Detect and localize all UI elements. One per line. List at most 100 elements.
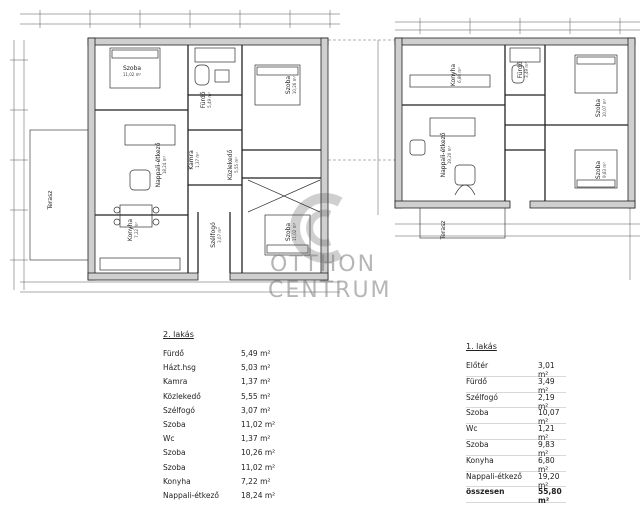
room-label-name: Konyha: [450, 64, 457, 86]
room-label-area: 7,22 m²: [134, 222, 139, 238]
room-label-name: Kamra: [188, 150, 195, 170]
room-area: 1,37 m²: [241, 377, 271, 387]
table-row: Szélfogó 2,19 m²: [466, 392, 566, 411]
table-row: Szoba 10,26 m²: [163, 448, 323, 462]
room-area: 5,49 m²: [241, 349, 271, 358]
room-name: Wc: [466, 424, 478, 434]
room-name: Nappali-étkező: [466, 471, 522, 481]
room-label-area: 5,49 m²: [207, 92, 212, 108]
room-label-area: 3,07 m²: [217, 227, 222, 243]
room-area: 2,19 m²: [538, 392, 555, 411]
room-name: Kamra: [163, 377, 188, 387]
room-name: Szélfogó: [163, 405, 195, 415]
room-area: 3,49 m²: [538, 376, 555, 395]
room-area: 5,55 m²: [241, 391, 271, 401]
table-row: Konyha 7,22 m²: [163, 477, 323, 491]
room-name: Fürdő: [466, 376, 487, 386]
room-label-name: Terasz: [47, 191, 54, 211]
table-row: Nappali-étkező 18,24 m²: [163, 491, 323, 505]
right-unit-room-label: Terasz: [440, 221, 447, 241]
table-row: Konyha 6,80 m²: [466, 455, 566, 474]
room-label-name: Szoba: [123, 65, 141, 72]
total-area: 55,80 m²: [538, 487, 562, 505]
room-area: 11,02 m²: [241, 462, 276, 472]
table-row: Szoba 11,02 m²: [163, 420, 323, 434]
area-table-unit-2: 2. lakás Fürdő 5,49 m² Házt.hsg 5,03 m² Ka…: [163, 330, 323, 505]
table-row: Fürdő 3,49 m²: [466, 376, 566, 395]
room-area: 3,07 m²: [241, 405, 271, 415]
room-label-area: 1,37 m²: [195, 152, 200, 168]
room-area: 10,07 m²: [538, 408, 560, 427]
left-unit-room-label: Terasz: [47, 191, 54, 211]
table-row: Szélfogó 3,07 m²: [163, 406, 323, 420]
room-label-name: Nappali-étkező: [155, 142, 162, 187]
table-row: Közlekedő 5,55 m²: [163, 392, 323, 406]
room-label-name: Szoba: [595, 161, 602, 179]
room-name: Szoba: [163, 419, 186, 429]
room-name: Szoba: [466, 439, 489, 449]
room-label-area: 10,07 m²: [602, 98, 607, 117]
room-area: 7,22 m²: [241, 476, 271, 486]
table-header: 1. lakás: [466, 342, 497, 351]
room-label-name: Szoba: [285, 76, 292, 94]
room-label-area: 5,55 m²: [234, 157, 239, 173]
room-area: 18,24 m²: [241, 490, 276, 500]
room-name: Wc: [163, 434, 175, 444]
room-label-area: 11,02 m²: [292, 222, 297, 241]
room-label-name: Konyha: [127, 219, 134, 241]
room-label-name: Fürdő: [200, 91, 207, 108]
table-row: Kamra 1,37 m²: [163, 377, 323, 391]
table-row: Fürdő 5,49 m²: [163, 349, 323, 363]
room-name: Szoba: [466, 408, 489, 418]
room-area: 6,80 m²: [538, 455, 555, 474]
room-label-area: 9,83 m²: [602, 162, 607, 178]
room-label-name: Szoba: [285, 223, 292, 241]
room-label-area: 19,20 m²: [447, 145, 452, 164]
room-name: Szoba: [163, 448, 186, 458]
room-area: 11,02 m²: [241, 419, 276, 429]
room-area: 1,21 m²: [538, 424, 555, 443]
room-name: Konyha: [163, 476, 191, 486]
room-label-name: Szoba: [595, 99, 602, 117]
room-label-name: Közlekedő: [227, 150, 234, 181]
total-label: összesen: [466, 487, 505, 497]
room-label-name: Terasz: [440, 221, 447, 241]
room-name: Konyha: [466, 455, 494, 465]
table-row: Szoba 10,07 m²: [466, 408, 566, 427]
room-name: Házt.hsg: [163, 363, 196, 373]
room-name: Előtér: [466, 361, 489, 370]
room-name: Közlekedő: [163, 391, 201, 401]
room-label-name: Nappali-étkező: [440, 132, 447, 177]
room-name: Nappali-étkező: [163, 490, 219, 500]
table-row: Wc 1,21 m²: [466, 424, 566, 443]
room-label-name: Szélfogó: [210, 222, 217, 248]
room-label-area: 6,80 m²: [457, 67, 462, 83]
room-label-area: 3,49 m²: [524, 62, 529, 78]
table-row: Házt.hsg 5,03 m²: [163, 363, 323, 377]
room-name: Fürdő: [163, 349, 184, 358]
room-area: 5,03 m²: [241, 363, 271, 373]
room-name: Szélfogó: [466, 392, 498, 402]
room-area: 10,26 m²: [241, 448, 276, 458]
room-label-name: Fürdő: [517, 61, 524, 78]
table-header: 2. lakás: [163, 330, 194, 339]
room-label-area: 10,26 m²: [292, 75, 297, 94]
